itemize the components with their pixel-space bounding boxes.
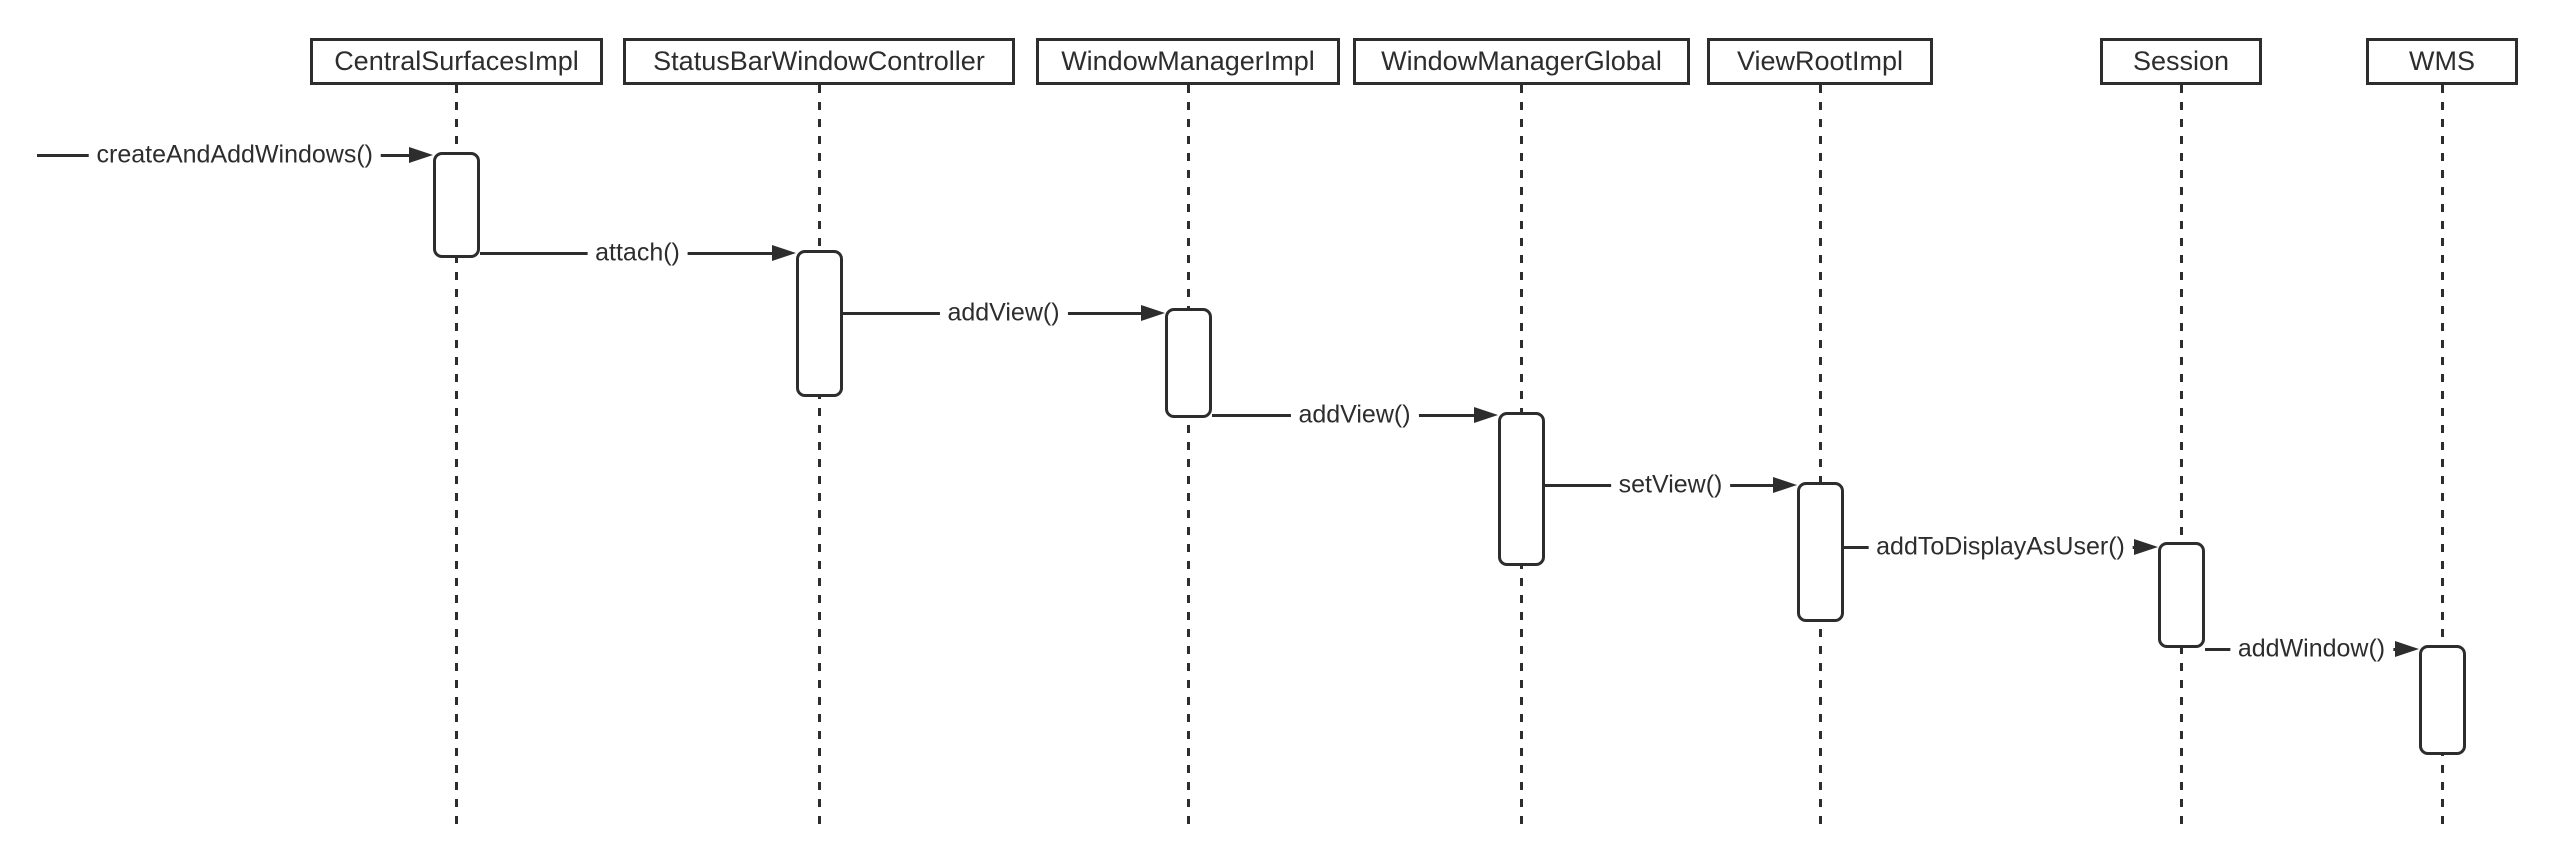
participant-statusbarwindowcontroller: StatusBarWindowController <box>623 38 1015 85</box>
arrowhead-icon <box>408 146 433 163</box>
arrowhead-icon <box>1772 476 1797 493</box>
participant-windowmanagerimpl: WindowManagerImpl <box>1036 38 1340 85</box>
arrowhead-icon <box>2133 538 2158 555</box>
message-label: addToDisplayAsUser() <box>1868 532 2133 562</box>
lifeline-wms <box>2440 85 2444 830</box>
participant-label: WindowManagerImpl <box>1061 46 1315 76</box>
participant-label: ViewRootImpl <box>1736 46 1904 76</box>
activation-bar-viewrootimpl <box>1796 482 1844 622</box>
arrowhead-icon <box>771 244 796 261</box>
activation-bar-centralsurfacesimpl <box>432 152 480 258</box>
activation-bar-wms <box>2418 645 2466 755</box>
participant-label: WindowManagerGlobal <box>1381 46 1662 76</box>
participant-label: Session <box>2132 46 2230 76</box>
message-label: createAndAddWindows() <box>88 140 382 170</box>
message-label: setView() <box>1610 470 1731 500</box>
arrowhead-icon <box>1140 304 1165 321</box>
message-setview: setView() <box>1544 470 1797 500</box>
participant-windowmanagerglobal: WindowManagerGlobal <box>1353 38 1690 85</box>
participant-session: Session <box>2100 38 2262 85</box>
participant-wms: WMS <box>2366 38 2518 85</box>
activation-bar-windowmanagerimpl <box>1164 308 1212 418</box>
participant-label: WMS <box>2409 46 2475 76</box>
participant-label: CentralSurfacesImpl <box>334 46 579 76</box>
message-addview-1: addView() <box>842 298 1165 328</box>
message-addwindow: addWindow() <box>2204 634 2419 664</box>
activation-bar-windowmanagerglobal <box>1497 412 1545 566</box>
participant-viewrootimpl: ViewRootImpl <box>1707 38 1933 85</box>
message-label: addWindow() <box>2229 634 2394 664</box>
message-createandaddwindows: createAndAddWindows() <box>37 140 433 170</box>
lifeline-statusbarwindowcontroller <box>817 85 821 830</box>
participant-centralsurfacesimpl: CentralSurfacesImpl <box>310 38 603 85</box>
arrowhead-icon <box>1473 406 1498 423</box>
activation-bar-session <box>2157 542 2205 648</box>
message-label: addView() <box>1290 400 1419 430</box>
message-attach: attach() <box>479 238 796 268</box>
lifeline-centralsurfacesimpl <box>454 85 458 830</box>
participant-label: StatusBarWindowController <box>653 46 985 76</box>
lifeline-session <box>2179 85 2183 830</box>
message-addtodisplayasuser: addToDisplayAsUser() <box>1843 532 2158 562</box>
activation-bar-statusbarwindowcontroller <box>795 250 843 397</box>
lifeline-windowmanagerimpl <box>1186 85 1190 830</box>
message-label: attach() <box>587 238 688 268</box>
message-label: addView() <box>939 298 1068 328</box>
message-addview-2: addView() <box>1211 400 1498 430</box>
lifeline-viewrootimpl <box>1818 85 1822 830</box>
arrowhead-icon <box>2394 640 2419 657</box>
